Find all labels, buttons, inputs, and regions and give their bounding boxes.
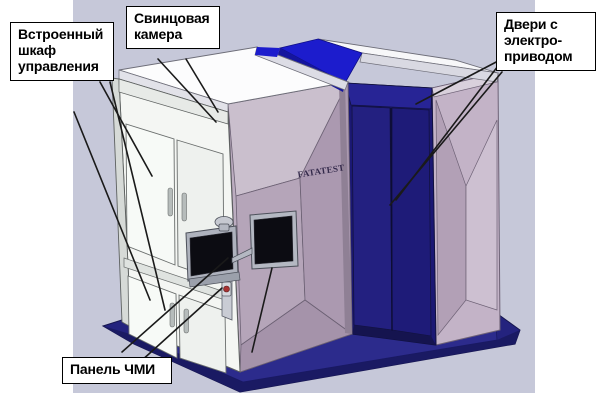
leader-hmi-2 — [121, 257, 229, 353]
hmi-monitor-left — [185, 225, 241, 288]
upper-door-handle-right — [181, 192, 187, 222]
callout-lead-chamber: Свинцовая камера — [126, 6, 220, 49]
leader-lead-chamber-1 — [157, 58, 217, 123]
leader-hmi-3 — [251, 267, 273, 353]
roof-panel — [118, 38, 499, 113]
motorized-door-assembly — [344, 82, 437, 346]
leader-control-cabinet-3 — [109, 81, 166, 311]
leader-control-cabinet-1 — [99, 81, 153, 177]
leader-lead-chamber-2 — [185, 58, 219, 113]
motorized-door-right — [391, 107, 432, 337]
camera-head — [214, 216, 234, 232]
upper-door-left — [125, 123, 176, 266]
right-end-panel — [431, 72, 501, 346]
leader-hmi-1 — [139, 287, 223, 363]
monitor-mount-arm — [231, 247, 253, 264]
control-cabinet-lower-doors — [127, 275, 227, 374]
hmi-panel-assembly — [185, 210, 299, 321]
hmi-monitor-right-screen — [253, 215, 294, 265]
hmi-monitor-left-screen — [189, 231, 234, 277]
upper-door-handle-left — [167, 187, 173, 217]
hmi-monitor-right — [249, 210, 299, 270]
leader-control-cabinet-2 — [73, 111, 151, 301]
callout-built-in-control-cabinet: Встроенный шкаф управления — [10, 22, 114, 81]
lower-door-right — [178, 294, 227, 374]
leader-doors-3 — [395, 65, 499, 201]
callout-electric-drive-doors: Двери с электро- приводом — [496, 12, 596, 71]
leader-lines — [73, 58, 503, 363]
callout-hmi-panel: Панель ЧМИ — [62, 357, 172, 384]
motorized-door-left — [351, 105, 393, 331]
leader-doors-1 — [415, 59, 501, 105]
indicator-lamp — [223, 285, 230, 293]
